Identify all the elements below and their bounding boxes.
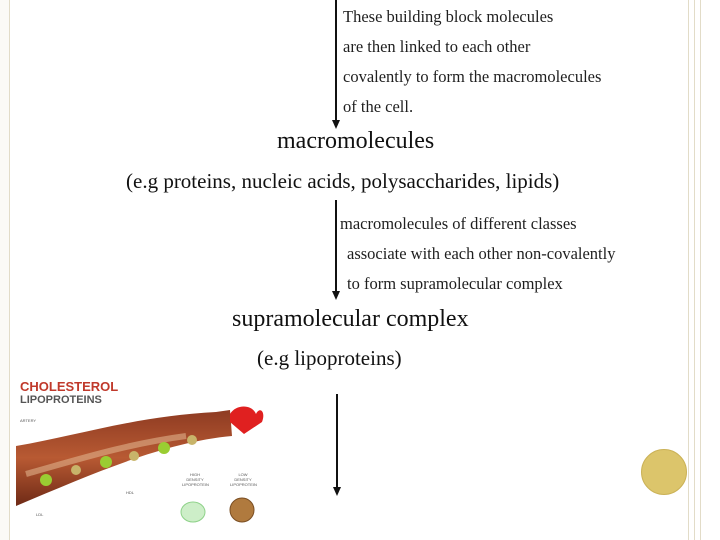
hdl-short-label: HDL <box>126 490 135 495</box>
illustration-title: CHOLESTEROL <box>20 379 119 394</box>
artery-drawing <box>16 406 264 523</box>
ldl-short-label: LDL <box>36 512 44 517</box>
step-2-line: associate with each other non-covalently <box>347 244 616 263</box>
step-1-line: are then linked to each other <box>343 37 531 56</box>
illustration-subtitle: LIPOPROTEINS <box>20 394 102 406</box>
macromolecules-examples: (e.g proteins, nucleic acids, polysaccha… <box>126 169 560 193</box>
step-1-line: of the cell. <box>343 97 414 116</box>
slide-left-border <box>0 0 10 540</box>
arrow-1-head <box>332 120 340 129</box>
border-line <box>700 0 701 540</box>
arrow-3-line <box>336 394 338 488</box>
arrow-2-line <box>335 200 337 292</box>
heart-icon <box>230 406 264 434</box>
artery-label: ARTERY <box>20 418 37 423</box>
step-2-text: macromolecules of different classes asso… <box>340 209 615 299</box>
hdl-label: HIGH DENSITY LIPOPROTEIN <box>182 472 209 487</box>
step-1-line: These building block molecules <box>343 7 554 26</box>
supramolecular-example: (e.g lipoproteins) <box>257 346 402 370</box>
artery-vessel <box>16 410 232 506</box>
ldl-label: LOW DENSITY LIPOPROTEIN <box>230 472 257 487</box>
step-1-text: These building block molecules are then … <box>343 2 601 122</box>
ldl-particle-icon <box>229 497 255 523</box>
arrow-2-head <box>332 291 340 300</box>
macromolecules-title: macromolecules <box>277 128 435 154</box>
step-1-line: covalently to form the macromolecules <box>343 67 602 86</box>
border-line <box>688 0 689 540</box>
step-2-line: to form supramolecular complex <box>347 274 563 293</box>
lipoprotein-illustration: CHOLESTEROL LIPOPROTEINS ARTERY HIGH DEN… <box>16 376 274 536</box>
arrow-3-head <box>333 487 341 496</box>
supramolecular-title: supramolecular complex <box>232 306 469 332</box>
decorative-circle <box>641 449 687 495</box>
step-2-line: macromolecules of different classes <box>340 214 577 233</box>
slide-right-border <box>688 0 720 540</box>
border-line <box>694 0 695 540</box>
hdl-particle-icon <box>180 501 206 523</box>
arrow-1-line <box>335 0 337 120</box>
